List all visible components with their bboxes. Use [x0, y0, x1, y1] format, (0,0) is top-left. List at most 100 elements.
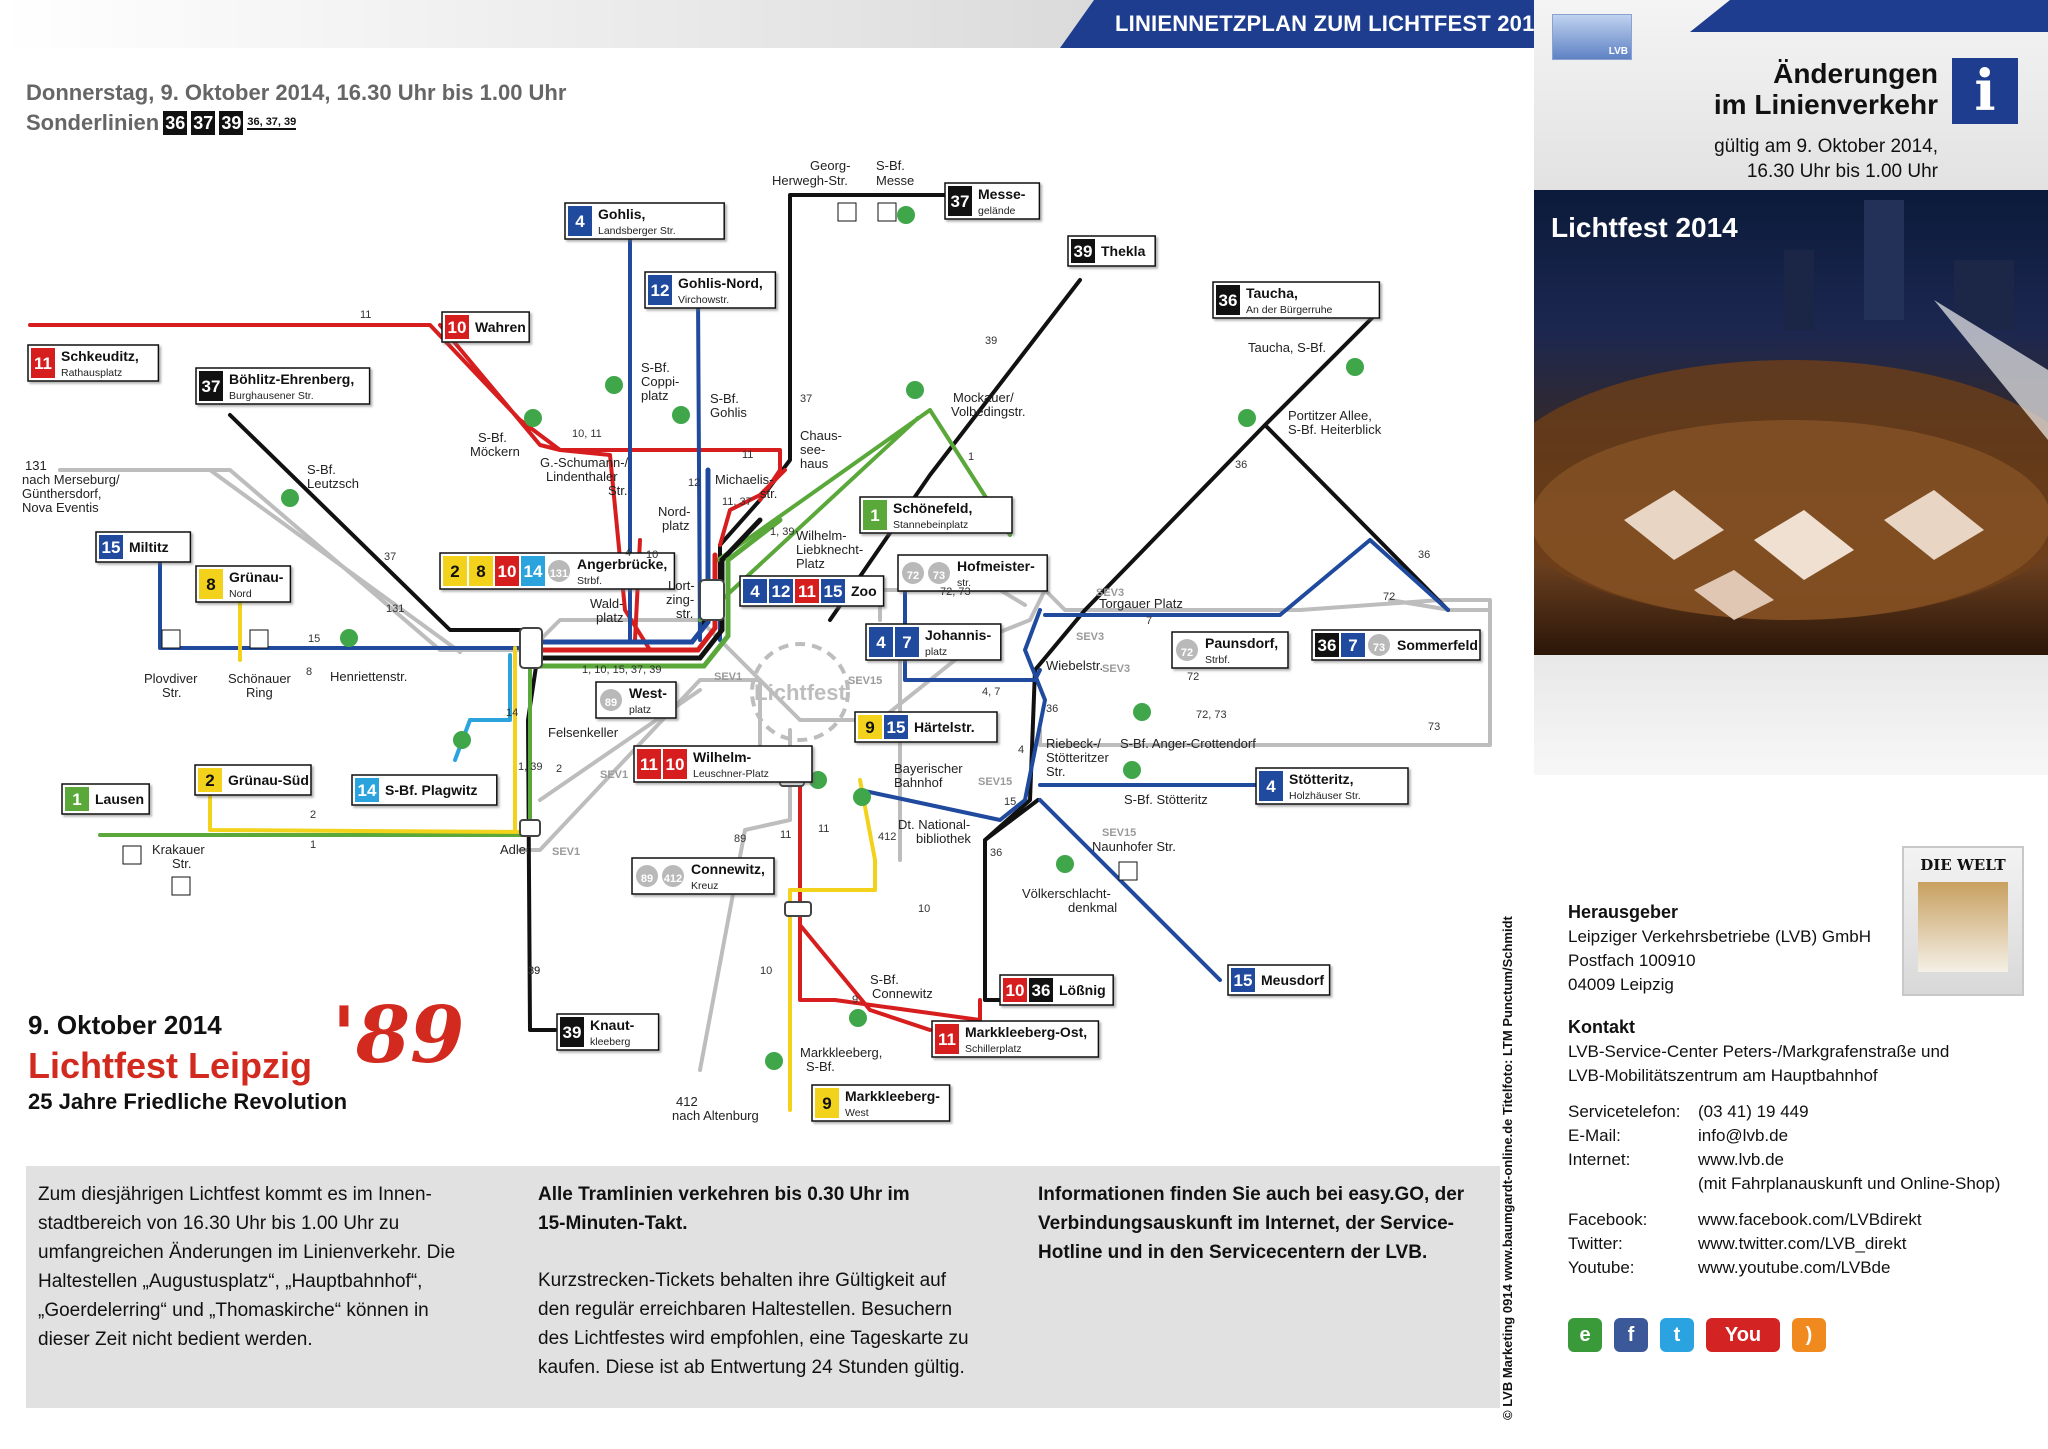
promo-title: Lichtfest Leipzig [28, 1045, 313, 1086]
line-number-label: 72 [1187, 671, 1199, 683]
vertical-credit: © LVB Marketing 0914 www.baumgardt-onlin… [1500, 916, 1515, 1420]
line-number-label: 7 [1146, 615, 1152, 627]
facebook-icon[interactable]: f [1614, 1318, 1648, 1352]
stop-label-bayer2: Bahnhof [894, 775, 943, 790]
line-number-label: 36 [1046, 703, 1058, 715]
stop-label-waldplatz: Wald- [590, 596, 623, 611]
terminal-name: Härtelstr. [914, 719, 975, 735]
line-badge-number: 7 [1348, 636, 1357, 655]
stop-label-leutzsch: S-Bf. [307, 462, 336, 477]
footer-line: Verbindungsauskunft im Internet, der Ser… [1038, 1213, 1454, 1234]
stop-label-schoenauer: Schönauer [228, 671, 292, 686]
promo-block: 9. Oktober 2014 Lichtfest Leipzig 25 Jah… [28, 1010, 347, 1115]
footer-line: stadtbereich von 16.30 Uhr bis 1.00 Uhr … [38, 1213, 400, 1234]
line-badge [1071, 239, 1095, 263]
line-number-label: 72, 73 [1196, 709, 1227, 721]
terminal-sub: Rathausplatz [61, 367, 122, 379]
stop-label-sconnewitz2: Connewitz [872, 986, 933, 1001]
social-row[interactable]: Twitter:www.twitter.com/LVB_direkt [1568, 1234, 1907, 1253]
line-number-label: 2 [556, 763, 562, 775]
terminal-sub: Landsberger Str. [598, 225, 676, 237]
stop-label-nordplatz2: platz [662, 518, 689, 533]
stop-label-skleeberg: Markkleeberg, [800, 1045, 882, 1060]
social-icons: e f t You ) [1568, 1318, 1826, 1352]
easygo-icon[interactable]: e [1568, 1318, 1602, 1352]
sidebar-header-band [1690, 0, 2048, 32]
terminal-box [931, 1020, 1100, 1058]
line-badge [469, 556, 493, 586]
line-badge [743, 579, 767, 603]
stop-label-coppi2: Coppi- [641, 374, 679, 389]
stop-label-felsen: Felsenkeller [548, 725, 619, 740]
contact-line: LVB-Service-Center Peters-/Markgrafenstr… [1568, 1042, 1950, 1061]
line-badge-number: 12 [651, 281, 670, 300]
special-line-badge: 39 [219, 111, 244, 135]
line-number-label: SEV1 [714, 671, 742, 683]
stop-label-henriette: Henriettenstr. [330, 669, 407, 684]
social-row[interactable]: Youtube:www.youtube.com/LVBde [1568, 1258, 1891, 1277]
stop-label-altenburg: 412 [676, 1094, 698, 1109]
youtube-icon[interactable]: You [1706, 1318, 1780, 1352]
stop-label-adler: Adler [500, 842, 531, 857]
line-number-label: 4, 7 [982, 686, 1000, 698]
line-badge [935, 1024, 959, 1054]
bus-line-badge [1368, 634, 1390, 656]
rss-icon[interactable]: ) [1792, 1318, 1826, 1352]
line-badge-number: 39 [1074, 242, 1093, 261]
line-badge [568, 206, 592, 236]
info-title-line: Änderungen [1773, 58, 1938, 89]
bus-line-badge [600, 689, 622, 711]
line-number-label: 11 [742, 449, 753, 461]
line-number-label: 8 [306, 666, 312, 678]
terminal-name: Taucha, [1246, 285, 1298, 301]
stop-label-sgohlis: S-Bf. [710, 391, 739, 406]
line-badge-number: 11 [938, 1030, 956, 1049]
contact-row[interactable]: Internet:www.lvb.de [1568, 1150, 1784, 1169]
contact-line: LVB-Mobilitätszentrum am Hauptbahnhof [1568, 1066, 1878, 1085]
line-badge-number: 412 [664, 873, 682, 885]
social-row[interactable]: Facebook:www.facebook.com/LVBdirekt [1568, 1210, 1922, 1229]
publisher-block: Herausgeber Leipziger Verkehrsbetriebe (… [1568, 900, 2038, 1280]
terminal-sub: Strbf. [577, 575, 602, 587]
line-badge [1231, 968, 1255, 992]
stop-label-nordplatz: Nord- [658, 504, 691, 519]
line-number-label: 1, 10, 15, 37, 39 [582, 664, 662, 676]
terminal-name: Wilhelm- [693, 749, 752, 765]
terminal-name: Angerbrücke, [577, 556, 667, 572]
line-badge-number: 72 [907, 570, 919, 582]
contact-row[interactable]: E-Mail:info@lvb.de [1568, 1126, 1789, 1145]
footer-line: Haltestellen „Augustusplatz“, „Hauptbahn… [38, 1271, 423, 1292]
line-badge [815, 1088, 839, 1118]
terminal-box [195, 367, 371, 405]
line-badge [355, 778, 379, 802]
line-badge-number: 89 [641, 873, 653, 885]
footer-line: Informationen finden Sie auch bei easy.G… [1038, 1184, 1465, 1205]
terminal-sub: gelände [978, 205, 1016, 217]
line-badge-number: 11 [798, 582, 816, 601]
stop-label-merseburg2: nach Merseburg/ [22, 472, 120, 487]
terminal-sub: Virchowstr. [678, 294, 729, 306]
special-line-badge: 36 [163, 111, 188, 135]
line-badge [31, 348, 55, 378]
twitter-icon[interactable]: t [1660, 1318, 1694, 1352]
special-bus-lines: 36, 37, 39 [247, 116, 297, 130]
footer-col-3: Informationen finden Sie auch bei easy.G… [1038, 1180, 1498, 1267]
header-title-box [1060, 0, 1534, 48]
stop-label-sbf-messe2: Messe [876, 173, 914, 188]
line-badge-number: 72 [1181, 647, 1193, 659]
bus-line-badge [928, 562, 950, 584]
stop-label-mockau2: Volbedingstr. [951, 404, 1025, 419]
special-line-badge: 37 [191, 111, 216, 135]
stop-label-leutzsch2: Leutzsch [307, 476, 359, 491]
stop-label-anger: S-Bf. Anger-Crottendorf [1120, 736, 1256, 751]
line-badge [443, 556, 467, 586]
lichtfest-photo [1534, 190, 2048, 655]
line-badge [858, 715, 882, 739]
stop-label-michaelis: Michaelis- [715, 472, 774, 487]
line-badge [1259, 771, 1283, 801]
promo-date: 9. Oktober 2014 [28, 1010, 222, 1040]
